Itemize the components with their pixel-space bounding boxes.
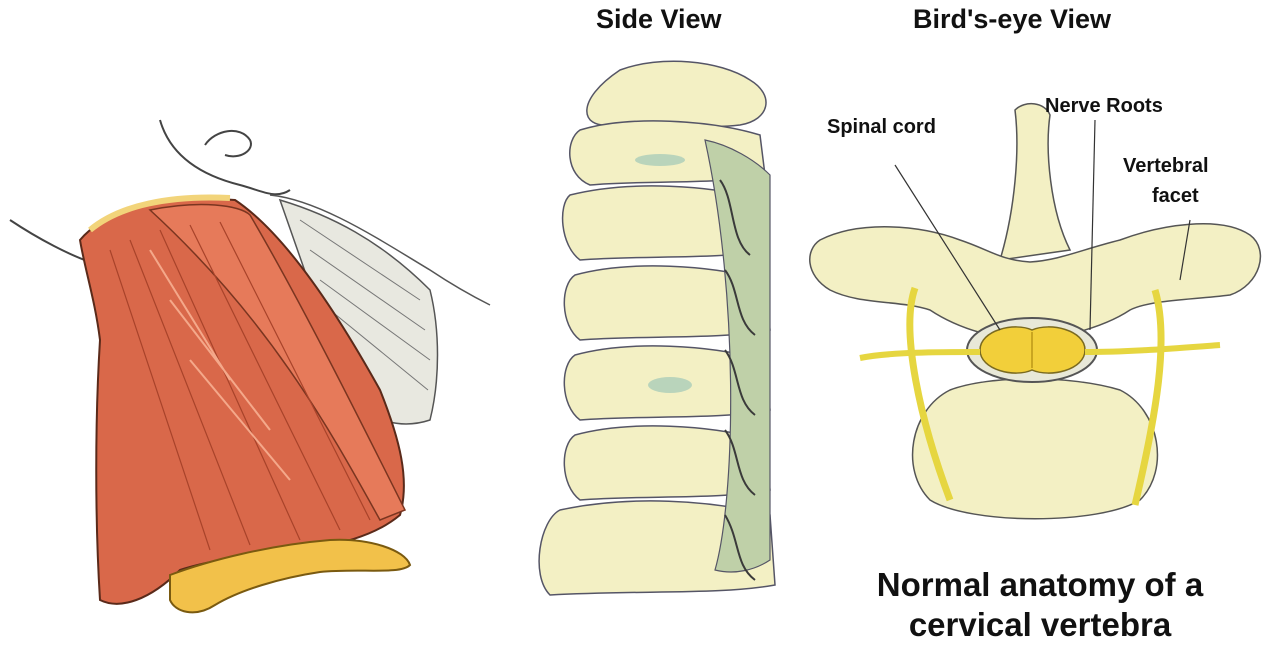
caption-line2: cervical vertebra bbox=[908, 606, 1172, 643]
neck-muscle-drawing bbox=[9, 119, 491, 614]
spinal-cord-label: Spinal cord bbox=[827, 116, 936, 138]
figure-caption: Normal anatomy of a cervical vertebra bbox=[840, 565, 1240, 645]
vertebral-facet-label-line2: facet bbox=[1152, 185, 1199, 207]
cervical-spine-side-drawing bbox=[538, 60, 776, 596]
caption-line1: Normal anatomy of a bbox=[876, 566, 1204, 603]
nerve-roots-label: Nerve Roots bbox=[1045, 95, 1163, 117]
side-view-heading: Side View bbox=[596, 4, 722, 34]
vertebral-facet-label-line1: Vertebral bbox=[1123, 155, 1209, 177]
vertebra-top-drawing bbox=[809, 103, 1261, 520]
birds-eye-view-panel: Bird's-eye View Spinal cord Nerve Roots … bbox=[800, 0, 1280, 645]
side-view-panel: Side View bbox=[520, 0, 810, 645]
birds-eye-view-heading: Bird's-eye View bbox=[913, 4, 1112, 34]
neck-muscle-illustration bbox=[0, 0, 520, 645]
